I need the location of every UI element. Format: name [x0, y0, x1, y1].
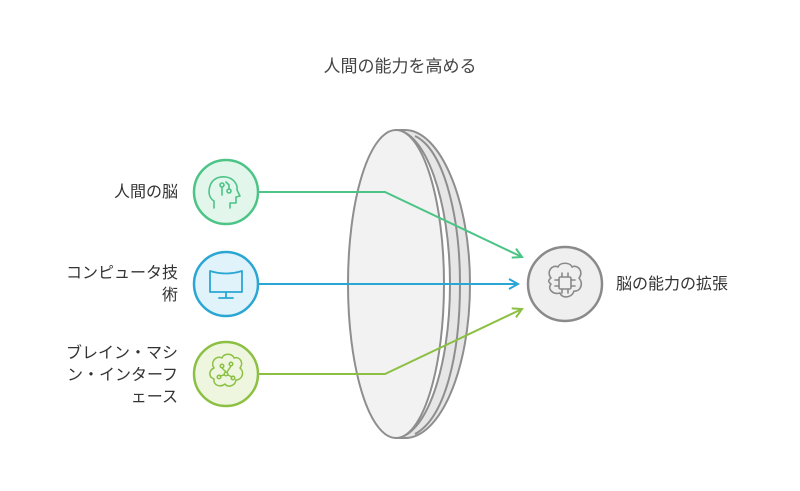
node-computer-technology [192, 250, 260, 318]
chip-brain-icon [547, 262, 582, 298]
label-human-brain: 人間の脳 [114, 181, 178, 203]
label-brain-machine-interface: ブレイン・マシ ン・インターフ ェース [66, 342, 178, 408]
node-brain-capability-expansion [526, 245, 604, 323]
diagram-title: 人間の能力を高める [323, 57, 477, 77]
brain-circuit-icon [209, 353, 244, 387]
label-line: 人間の脳 [113, 182, 178, 201]
label-computer-technology: コンピュータ技 術 [66, 262, 178, 306]
connector-bmi [259, 309, 522, 375]
label-line: 術 [161, 285, 178, 304]
human-head-circuit-icon [208, 176, 241, 209]
label-line: ン・インターフ [66, 365, 178, 384]
monitor-icon [209, 270, 243, 299]
label-line: コンピュータ技 [65, 263, 178, 282]
node-brain-machine-interface [192, 340, 260, 408]
label-line: ェース [130, 387, 178, 406]
connector-human-brain [259, 191, 522, 257]
label-brain-capability-expansion: 脳の能力の拡張 [616, 274, 729, 293]
node-human-brain [192, 158, 260, 226]
label-line: ブレイン・マシ [65, 343, 178, 362]
